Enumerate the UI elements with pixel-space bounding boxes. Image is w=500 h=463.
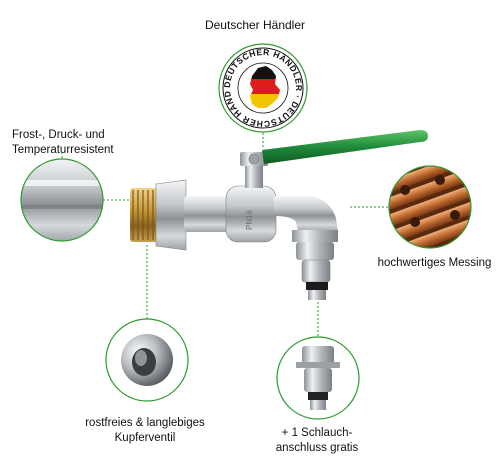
feature-frost-line1: Frost-, Druck- und <box>12 129 105 141</box>
feature-valve-line2: Kupferventil <box>114 432 176 444</box>
feature-valve-line1: rostfreies & langlebiges <box>85 417 205 429</box>
germany-map-icon <box>250 66 280 108</box>
green-lever <box>262 130 428 164</box>
feature-brass-label: hochwertiges Messing <box>377 257 492 269</box>
feature-frost-label: Frost-, Druck- und Temperaturresistent <box>12 128 142 158</box>
connector-lines <box>61 125 389 337</box>
feature-hose-line1: + 1 Schlauch- <box>281 427 353 439</box>
feature-frost-line2: Temperaturresistent <box>12 144 114 156</box>
garden-tap: PN16 <box>130 130 428 300</box>
pn-stamp: PN16 <box>245 209 254 230</box>
german-dealer-seal: DEUTSCHER HÄNDLER · DEUTSCHER HÄNDLER · <box>0 0 308 133</box>
feature-hose-line2: anschluss gratis <box>275 442 359 454</box>
badge-title: Deutscher Händler <box>204 18 306 32</box>
feature-valve-label: rostfreies & langlebiges Kupferventil <box>70 416 220 446</box>
copper-pipes-circle <box>388 165 472 249</box>
feature-hose-label: + 1 Schlauch- anschluss gratis <box>262 426 372 456</box>
brass-thread <box>130 188 158 242</box>
frost-closeup-circle <box>20 158 104 242</box>
hose-connector-circle <box>276 336 360 420</box>
valve-ball-circle <box>105 318 189 402</box>
